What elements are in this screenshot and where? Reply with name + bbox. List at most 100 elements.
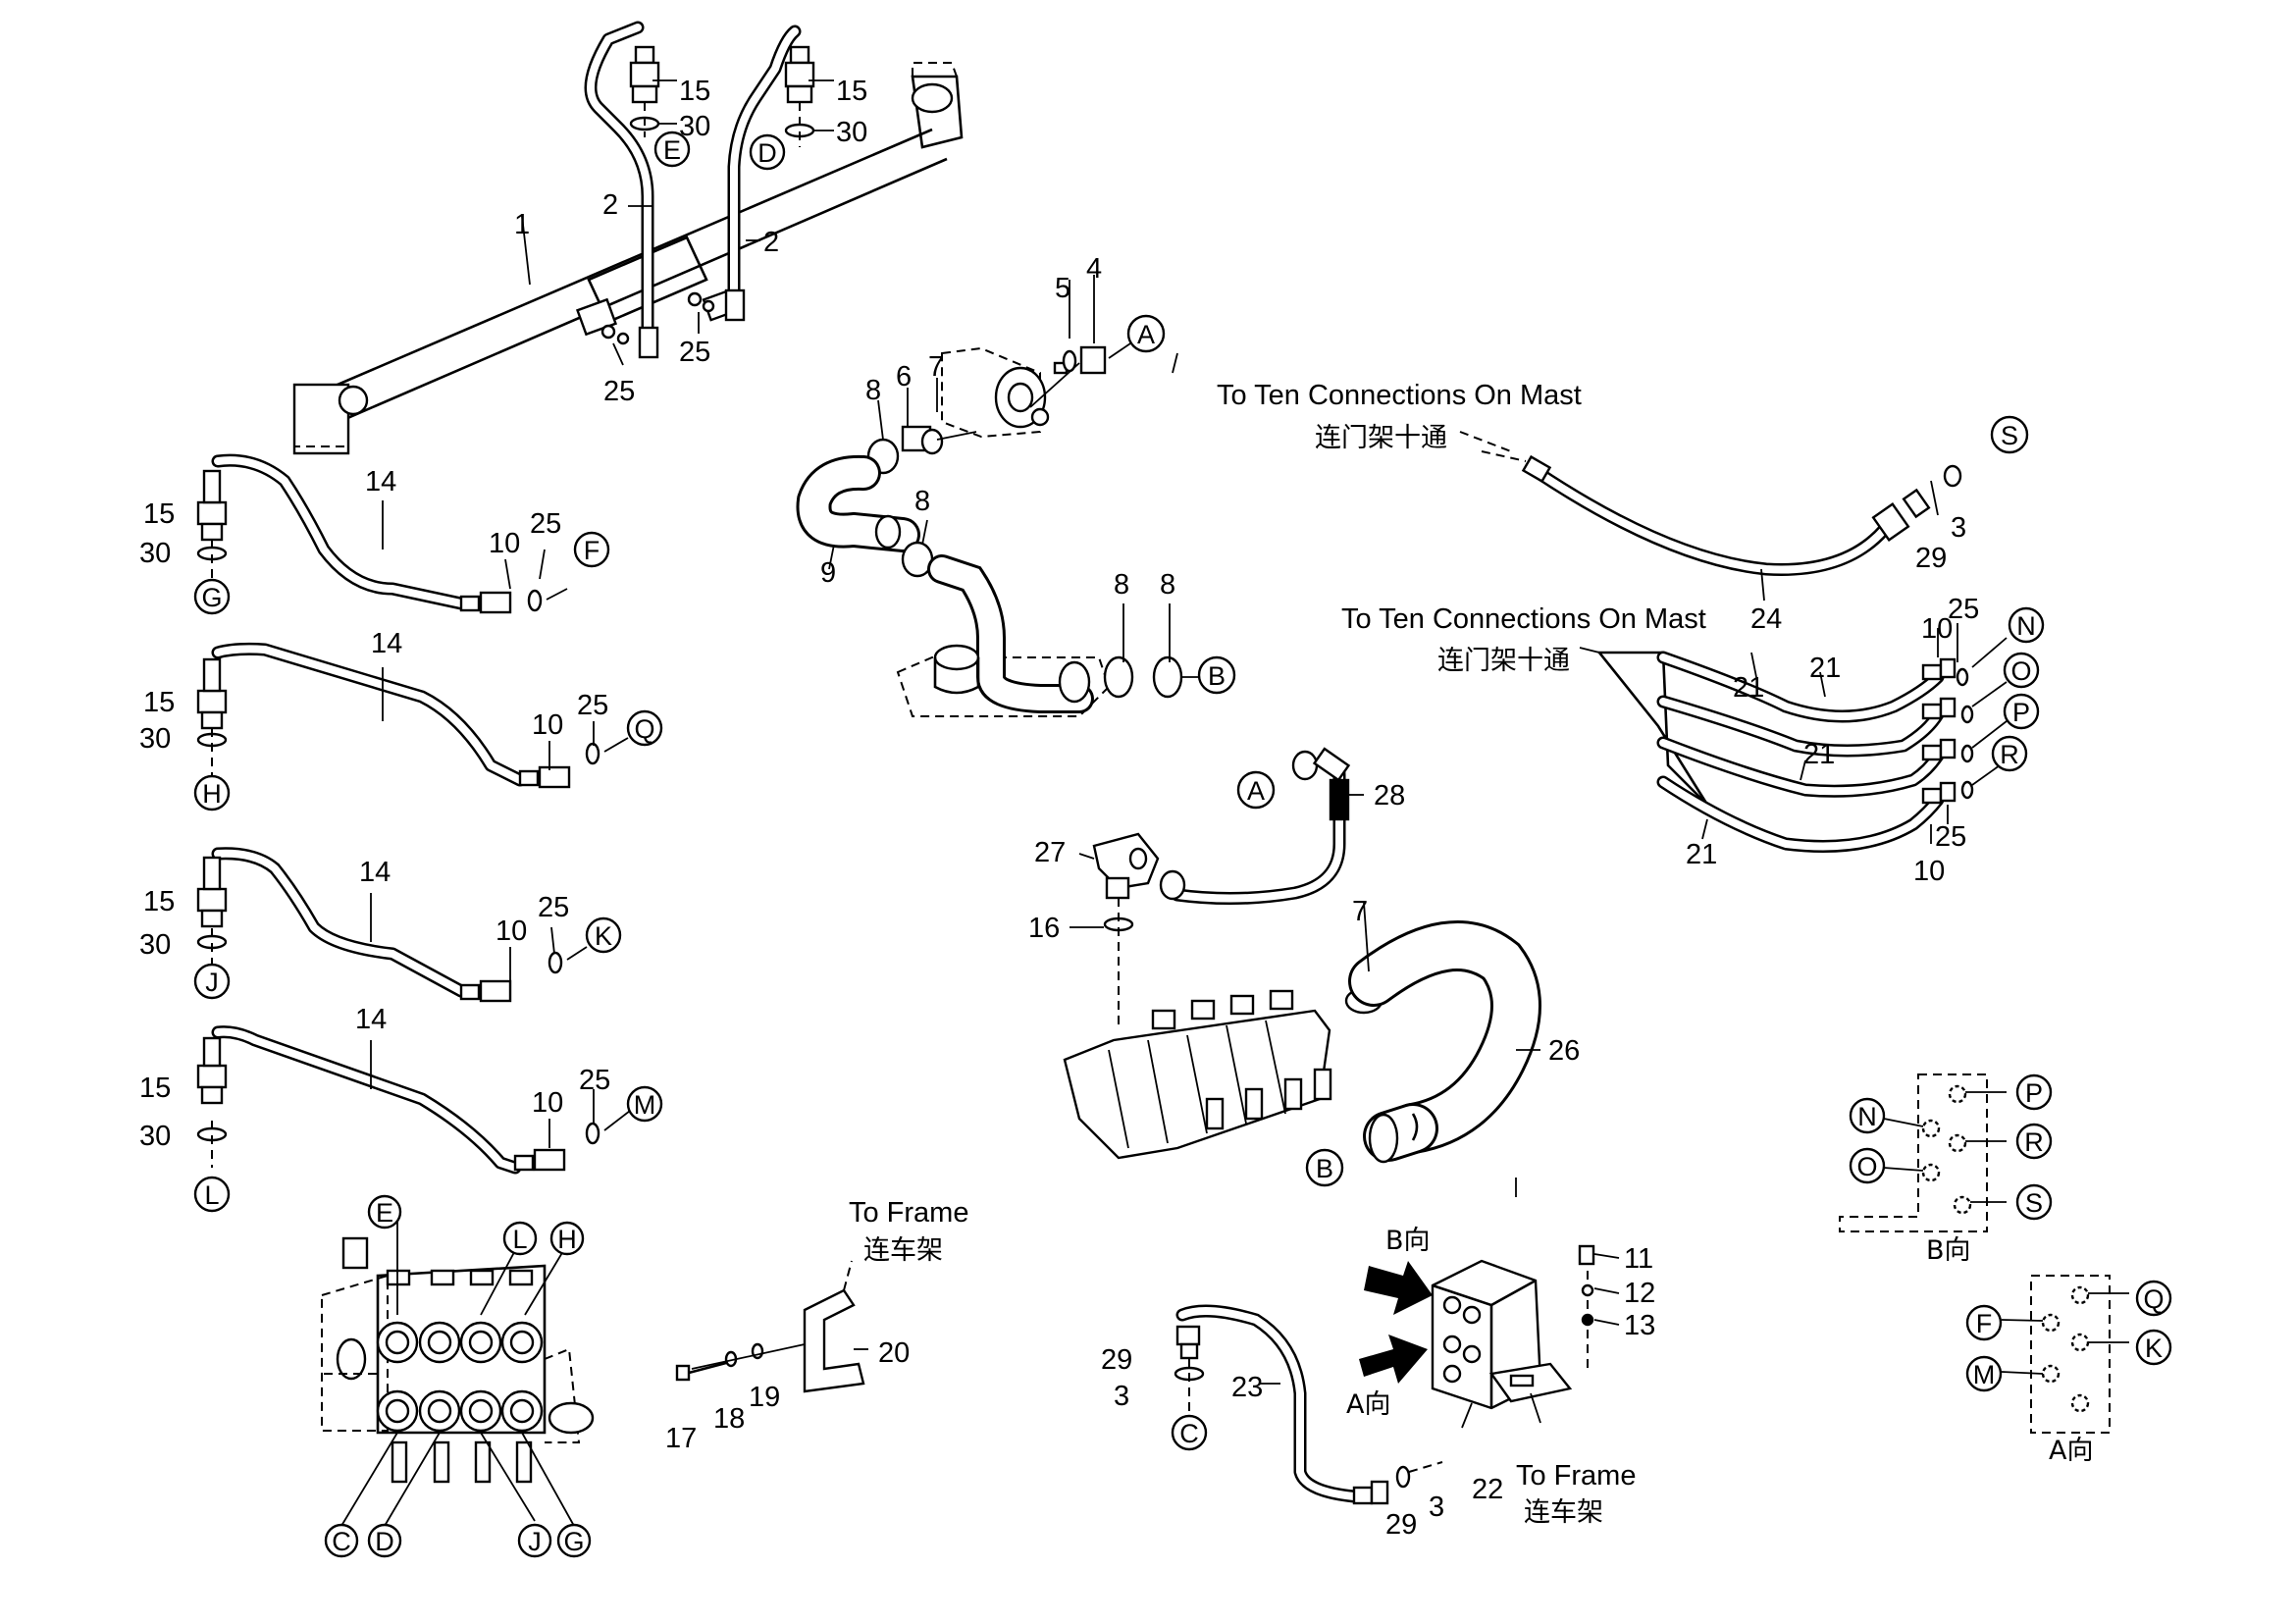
valve-port-view (321, 1236, 595, 1484)
callout-q: Q (626, 709, 663, 747)
svg-text:4: 4 (1086, 253, 1102, 285)
svg-text:Q: Q (634, 714, 654, 744)
svg-text:10: 10 (532, 1087, 563, 1119)
svg-text:G: G (563, 1527, 584, 1556)
svg-text:L: L (204, 1180, 219, 1210)
svg-text:15: 15 (143, 886, 175, 917)
callout-l: L (193, 1176, 231, 1213)
callout-c-valve: C (324, 1523, 359, 1558)
callout-o-b: O (1849, 1147, 1886, 1184)
svg-text:23: 23 (1231, 1372, 1263, 1403)
svg-text:19: 19 (749, 1382, 780, 1413)
svg-text:N: N (2016, 611, 2036, 641)
callout-r: R (1991, 735, 2028, 772)
svg-text:3: 3 (1951, 512, 1966, 544)
arrow-b-direction-icon (1364, 1261, 1433, 1315)
callout-p: P (2003, 693, 2040, 730)
svg-text:6: 6 (896, 361, 912, 393)
svg-text:3: 3 (1429, 1492, 1444, 1523)
svg-text:25: 25 (679, 337, 710, 368)
svg-text:13: 13 (1624, 1310, 1655, 1341)
caption-frame-en-1: To Frame (849, 1197, 968, 1229)
view-a-panel (2001, 1275, 2129, 1434)
caption-b-arrow: B向 (1385, 1226, 1431, 1256)
svg-text:H: H (557, 1225, 577, 1254)
svg-text:14: 14 (371, 628, 402, 659)
callout-q-a: Q (2135, 1280, 2172, 1317)
svg-text:N: N (1857, 1102, 1877, 1131)
hose-28 (1159, 747, 1351, 906)
svg-text:P: P (2012, 698, 2030, 727)
svg-text:F: F (1976, 1309, 1993, 1338)
suction-hose-26 (1348, 920, 1541, 1164)
callout-n: N (2008, 606, 2045, 644)
callout-m-a: M (1965, 1355, 2003, 1392)
hose-2-right (724, 25, 802, 322)
part-numbers: 1 2 2 15 15 30 30 25 25 4 5 6 7 8 8 8 8 … (139, 76, 1979, 1541)
callout-s-top: S (1990, 415, 2029, 454)
svg-text:C: C (332, 1527, 351, 1556)
caption-frame-en-2: To Frame (1516, 1460, 1636, 1492)
svg-text:8: 8 (1114, 569, 1129, 601)
svg-text:28: 28 (1374, 780, 1405, 812)
svg-text:20: 20 (878, 1337, 910, 1369)
elbow-27 (1092, 832, 1160, 1030)
svg-text:15: 15 (143, 687, 175, 718)
caption-mast-en-1: To Ten Connections On Mast (1217, 380, 1582, 411)
svg-text:21: 21 (1809, 653, 1841, 684)
callout-r-b: R (2015, 1123, 2053, 1160)
callout-h-valve: H (549, 1221, 585, 1256)
caption-frame-cn-2: 连车架 (1524, 1497, 1603, 1528)
hose-24 (1481, 450, 1962, 576)
callout-s-b: S (2015, 1183, 2053, 1221)
caption-mast-cn-2: 连门架十通 (1437, 646, 1570, 676)
caption-view-b: B向 (1926, 1235, 1971, 1266)
svg-text:Q: Q (2143, 1284, 2164, 1314)
callout-o: O (2003, 652, 2040, 689)
callout-m: M (626, 1085, 663, 1123)
svg-text:25: 25 (530, 508, 561, 540)
svg-text:K: K (595, 921, 612, 951)
callout-h: H (193, 774, 231, 812)
svg-text:25: 25 (1935, 821, 1966, 853)
svg-text:30: 30 (139, 1121, 171, 1152)
svg-text:G: G (201, 583, 222, 612)
svg-text:26: 26 (1548, 1035, 1580, 1067)
svg-text:30: 30 (139, 929, 171, 961)
svg-text:24: 24 (1750, 603, 1782, 635)
callout-j: J (193, 963, 231, 1000)
svg-text:14: 14 (365, 466, 396, 497)
svg-text:25: 25 (538, 892, 569, 923)
svg-text:2: 2 (602, 189, 618, 221)
svg-text:17: 17 (665, 1423, 697, 1454)
svg-text:B: B (1316, 1154, 1333, 1183)
caption-a-arrow: A向 (1346, 1389, 1390, 1420)
hose-14-row-3 (196, 847, 588, 1003)
svg-text:30: 30 (139, 538, 171, 569)
svg-text:29: 29 (1101, 1344, 1132, 1376)
callout-p-b: P (2015, 1073, 2053, 1111)
suction-hose-9 (796, 454, 934, 578)
svg-text:8: 8 (865, 375, 881, 406)
callout-g-valve: G (556, 1523, 592, 1558)
svg-text:27: 27 (1034, 837, 1066, 868)
svg-text:A: A (1137, 320, 1155, 349)
callout-k: K (585, 916, 622, 954)
svg-text:3: 3 (1114, 1381, 1129, 1412)
callout-l-valve: L (502, 1221, 538, 1256)
svg-text:D: D (375, 1527, 394, 1556)
svg-text:8: 8 (1160, 569, 1175, 601)
callout-a-top: A (1126, 314, 1166, 353)
callout-g: G (193, 578, 231, 615)
tank-and-filter (896, 554, 1183, 717)
callout-d-valve: D (367, 1523, 402, 1558)
svg-text:R: R (2000, 740, 2019, 769)
svg-text:A: A (1247, 776, 1265, 806)
svg-text:15: 15 (139, 1073, 171, 1104)
cylinder-assembly (292, 62, 964, 455)
hose-14-row-2 (196, 642, 629, 789)
hose-2-left (584, 21, 659, 359)
svg-text:8: 8 (914, 486, 930, 517)
arrow-a-direction-icon (1359, 1335, 1428, 1384)
svg-text:14: 14 (355, 1004, 387, 1035)
